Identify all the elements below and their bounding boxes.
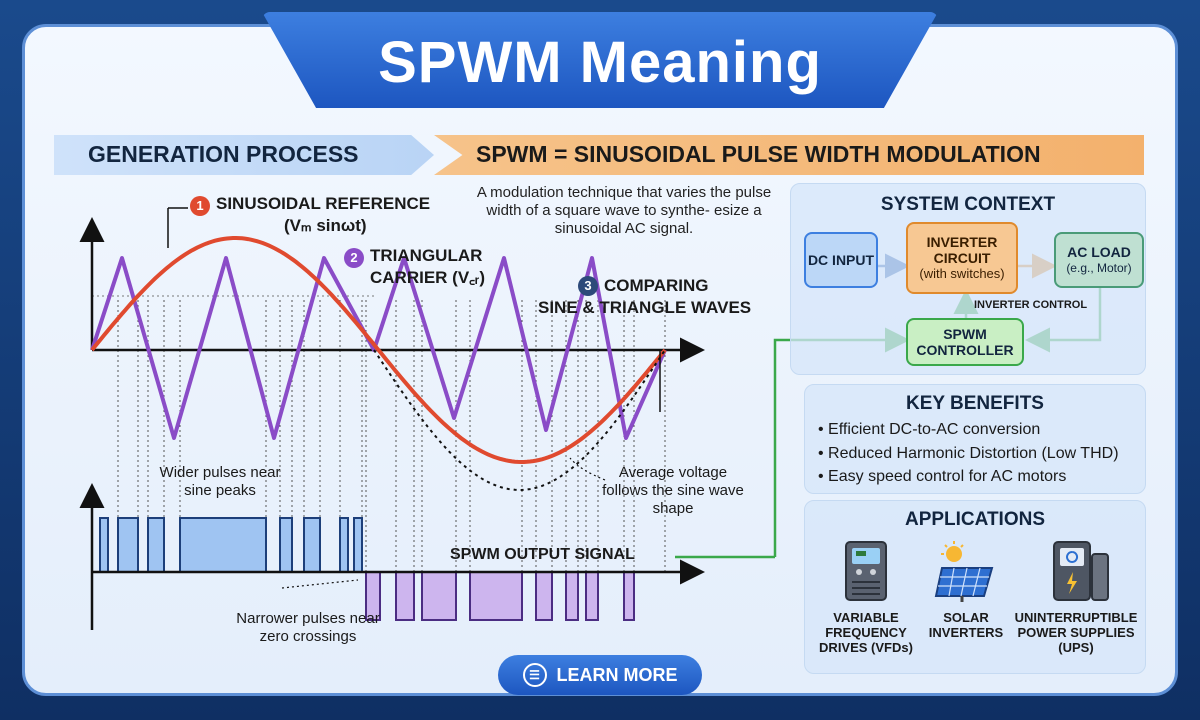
step-3-badge: 3 bbox=[578, 276, 598, 296]
solar-panel-icon bbox=[934, 541, 994, 602]
system-context-title: SYSTEM CONTEXT bbox=[880, 194, 1056, 215]
dotted-guides bbox=[92, 295, 666, 572]
benefit-item: • Reduced Harmonic Distortion (Low THD) bbox=[818, 445, 1119, 462]
dc-input-box: DC INPUT bbox=[804, 232, 878, 288]
negative-pulse bbox=[421, 571, 457, 621]
step-1-sublabel: (Vₘ sinωt) bbox=[284, 216, 367, 235]
narrower-pulses-note: Narrower pulses near zero crossings bbox=[236, 610, 380, 645]
average-voltage-curve bbox=[373, 349, 666, 491]
positive-pulse bbox=[279, 517, 293, 573]
generation-banner bbox=[54, 135, 434, 175]
positive-pulse bbox=[99, 517, 109, 573]
key-benefits-title: KEY BENEFITS bbox=[906, 393, 1044, 414]
spwm-controller-box: SPWM CONTROLLER bbox=[906, 318, 1024, 366]
applications-title: APPLICATIONS bbox=[904, 509, 1046, 530]
application-solar-label: SOLAR INVERTERS bbox=[928, 610, 1004, 640]
page-title: SPWM Meaning bbox=[378, 30, 822, 95]
inverter-circuit-box: INVERTER CIRCUIT (with switches) bbox=[906, 222, 1018, 294]
step-3-sublabel: SINE & TRIANGLE WAVES bbox=[538, 298, 752, 317]
positive-pulse bbox=[353, 517, 363, 573]
vfd-drive-icon bbox=[845, 541, 887, 601]
step-3-label: COMPARING bbox=[604, 276, 709, 295]
positive-pulse bbox=[303, 517, 321, 573]
application-vfd-label: VARIABLE FREQUENCY DRIVES (VFDs) bbox=[819, 610, 913, 655]
spwm-pulses bbox=[99, 517, 635, 621]
spwm-controller-label: SPWM CONTROLLER bbox=[916, 326, 1014, 358]
inverter-circuit-label: INVERTER CIRCUIT bbox=[926, 234, 998, 266]
step-2-sublabel: CARRIER (V꜀ᵣ) bbox=[370, 268, 485, 287]
positive-pulse bbox=[117, 517, 139, 573]
benefit-item: • Efficient DC-to-AC conversion bbox=[818, 421, 1041, 438]
learn-more-label: LEARN MORE bbox=[556, 664, 678, 685]
dc-input-label: DC INPUT bbox=[807, 252, 875, 268]
definition-banner bbox=[434, 135, 1144, 175]
sinusoidal-reference-wave bbox=[90, 236, 667, 464]
step-2-label: TRIANGULAR bbox=[370, 246, 483, 265]
negative-pulse bbox=[565, 571, 579, 621]
generation-banner-label: GENERATION PROCESS bbox=[88, 141, 359, 167]
title-tab bbox=[262, 12, 938, 108]
narrow-pointer bbox=[281, 579, 359, 589]
list-icon: ☰ bbox=[522, 663, 547, 687]
ac-load-label: AC LOAD bbox=[1067, 244, 1131, 260]
negative-pulse bbox=[535, 571, 553, 621]
inverter-control-label: INVERTER CONTROL bbox=[974, 299, 1088, 311]
average-voltage-note: Average voltage follows the sine wave sh… bbox=[602, 464, 744, 517]
benefit-item: • Easy speed control for AC motors bbox=[818, 468, 1067, 485]
step-1-badge: 1 bbox=[190, 196, 210, 216]
ac-load-sublabel: (e.g., Motor) bbox=[1066, 261, 1132, 275]
step-2-badge: 2 bbox=[344, 248, 364, 268]
application-ups-label: UNINTERRUPTIBLE POWER SUPPLIES (UPS) bbox=[1014, 610, 1138, 655]
step-1-label: SINUSOIDAL REFERENCE bbox=[216, 194, 431, 213]
key-benefits-card: KEY BENEFITS bbox=[804, 384, 1146, 494]
negative-pulse bbox=[585, 571, 599, 621]
negative-pulse bbox=[469, 571, 523, 621]
ups-icon bbox=[1053, 541, 1109, 601]
spwm-output-label: SPWM OUTPUT SIGNAL bbox=[450, 546, 635, 563]
inverter-circuit-sublabel: (with switches) bbox=[919, 266, 1005, 281]
negative-pulse bbox=[623, 571, 635, 621]
definition-description: A modulation technique that varies the p… bbox=[476, 184, 772, 237]
negative-pulse bbox=[395, 571, 415, 621]
definition-banner-label: SPWM = SINUSOIDAL PULSE WIDTH MODULATION bbox=[476, 141, 1041, 167]
positive-pulse bbox=[339, 517, 349, 573]
learn-more-button[interactable]: ☰ LEARN MORE bbox=[498, 655, 702, 695]
ac-load-box: AC LOAD (e.g., Motor) bbox=[1054, 232, 1144, 288]
positive-pulse bbox=[179, 517, 267, 573]
positive-pulse bbox=[147, 517, 165, 573]
wider-pulses-note: Wider pulses near sine peaks bbox=[159, 464, 281, 499]
